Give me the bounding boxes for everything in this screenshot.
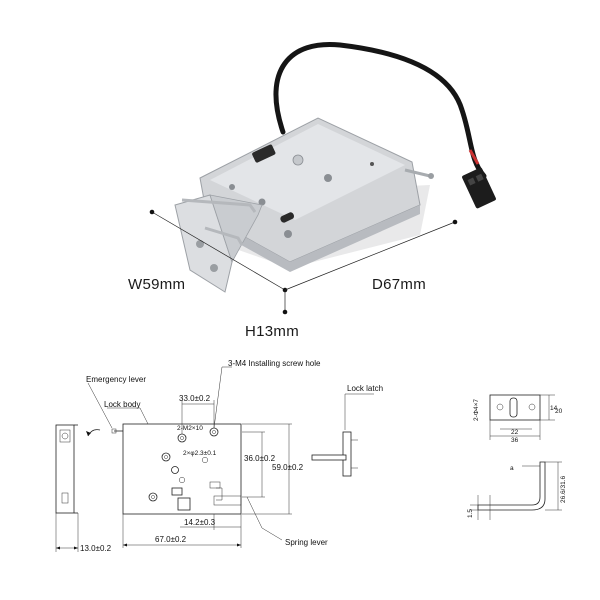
label-lock-body: Lock body	[104, 400, 140, 409]
bracket-dim-a: a	[510, 465, 514, 472]
width-label: W59mm	[128, 276, 185, 293]
bracket-dim-20: 20	[555, 408, 563, 415]
latch-bracket-photo	[174, 194, 263, 293]
technical-drawing: 13.0±0.2 2-M2×10	[55, 359, 567, 553]
front-view	[111, 423, 242, 515]
label-screw-spec: 2-M2×10	[177, 425, 203, 432]
bracket-top-view	[489, 394, 555, 440]
dim-14-2: 14.2±0.3	[184, 518, 216, 527]
dim-59: 59.0±0.2	[272, 463, 304, 472]
side-view	[55, 424, 79, 552]
dim-67: 67.0±0.2	[155, 535, 187, 544]
photo-dimension-lines	[149, 209, 458, 315]
bracket-side-view	[470, 461, 562, 520]
dim-36: 36.0±0.2	[244, 454, 276, 463]
label-lock-latch: Lock latch	[347, 384, 383, 393]
height-label: H13mm	[245, 323, 299, 340]
bracket-dim-36: 36	[511, 437, 519, 444]
front-dimensions	[122, 400, 292, 548]
cable-connector	[462, 167, 496, 209]
bracket-hole-spec: 2-Φ4×7	[473, 399, 480, 421]
dim-thickness: 13.0±0.2	[80, 544, 112, 553]
dim-33: 33.0±0.2	[179, 394, 211, 403]
leader-lines	[87, 366, 283, 541]
label-spring-lever: Spring lever	[285, 538, 328, 547]
bracket-dim-14: 14	[550, 405, 558, 412]
lock-body-photo	[199, 117, 434, 272]
bracket-dim-side: 26.6/31.6	[560, 476, 567, 503]
bracket-dim-1-5: 1.5	[467, 509, 474, 518]
label-pin-spec: 2×φ2.3±0.1	[183, 450, 217, 457]
latch-view	[311, 393, 374, 477]
bracket-dim-22: 22	[511, 429, 519, 436]
cable	[273, 41, 487, 179]
product-photo: W59mm D67mm H13mm	[128, 41, 496, 340]
label-emergency-lever: Emergency lever	[86, 375, 146, 384]
depth-label: D67mm	[372, 276, 426, 293]
label-screw-hole: 3-M4 Installing screw hole	[228, 359, 321, 368]
